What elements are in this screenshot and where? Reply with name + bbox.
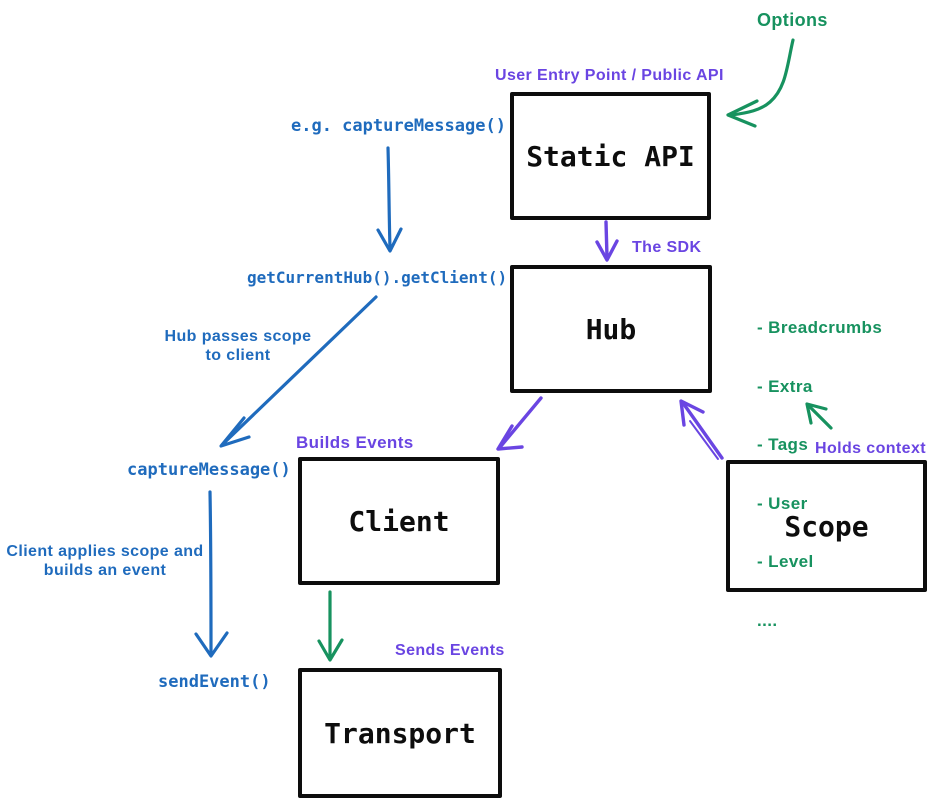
context-item-extra: - Extra <box>757 376 813 396</box>
client-box: Client <box>298 457 500 585</box>
transport-label: Transport <box>324 716 476 750</box>
hub-label: Hub <box>585 312 637 346</box>
hub-passes-scope-line1: Hub passes scope <box>164 328 312 345</box>
arrow-client-to-transport <box>317 590 344 662</box>
options-annotation: Options <box>757 10 828 30</box>
sends-events-annotation: Sends Events <box>395 642 505 659</box>
client-applies-scope-line2: builds an event <box>43 562 167 579</box>
arrow-static-api-to-hub <box>595 220 619 262</box>
arrow-scope-to-context-list <box>805 402 833 430</box>
context-item-breadcrumbs: - Breadcrumbs <box>757 318 883 337</box>
static-api-label: Static API <box>526 139 695 173</box>
hub-passes-scope-line2: to client <box>205 347 271 364</box>
hub-passes-scope-note: Hub passes scope to client <box>158 327 318 365</box>
scope-box: Scope <box>726 460 927 592</box>
arrow-getclient-to-capturemessage <box>219 295 378 448</box>
arrow-options-to-static-api <box>726 38 795 128</box>
transport-box: Transport <box>298 668 502 798</box>
arrow-example-call-to-getcurrenthub <box>376 146 403 253</box>
example-call-label: e.g. captureMessage() <box>291 116 506 136</box>
hub-box: Hub <box>510 265 712 393</box>
builds-events-annotation: Builds Events <box>296 433 414 452</box>
client-applies-scope-note: Client applies scope and builds an event <box>0 542 210 580</box>
user-entry-point-annotation: User Entry Point / Public API <box>495 67 724 84</box>
scope-context-list: - Breadcrumbs - Extra - Tags - User - Le… <box>757 279 882 669</box>
get-current-hub-label: getCurrentHub().getClient() <box>247 268 508 287</box>
context-item-ellipsis: .... <box>757 610 778 630</box>
the-sdk-annotation: The SDK <box>632 239 702 256</box>
scope-label: Scope <box>784 509 869 543</box>
client-label: Client <box>348 504 450 538</box>
context-item-tags: - Tags <box>757 435 809 454</box>
arrow-hub-to-client <box>496 396 543 451</box>
arrow-scope-to-hub <box>679 399 724 460</box>
context-item-user: - User <box>757 493 808 513</box>
static-api-box: Static API <box>510 92 711 220</box>
context-item-level: - Level <box>757 552 814 571</box>
arrow-capturemessage-to-sendevent <box>194 490 229 658</box>
holds-context-annotation: Holds context <box>815 440 926 457</box>
send-event-label: sendEvent() <box>158 672 271 692</box>
capture-message-label: captureMessage() <box>127 460 291 480</box>
client-applies-scope-line1: Client applies scope and <box>6 543 204 560</box>
